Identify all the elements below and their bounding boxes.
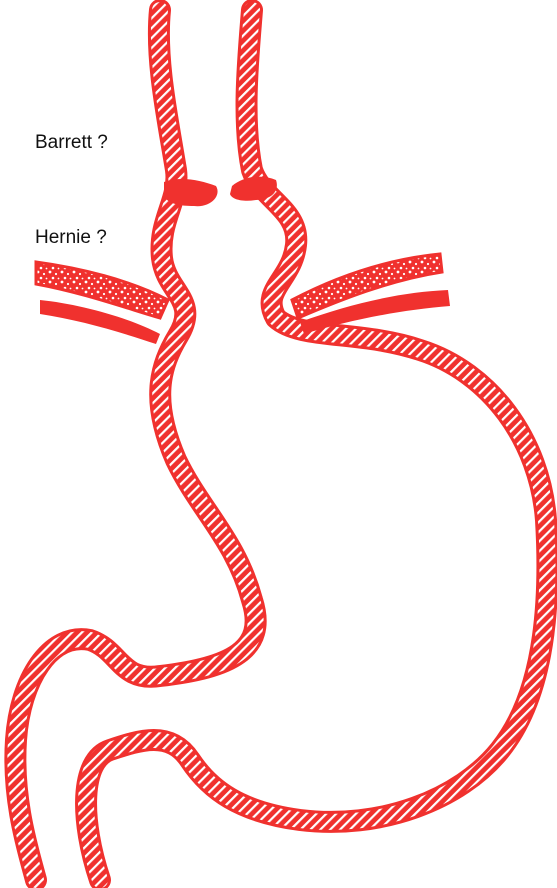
- hernie-label: Hernie ?: [35, 228, 107, 247]
- diaphragm-left: [36, 262, 168, 344]
- barrett-label: Barrett ?: [35, 133, 108, 152]
- sphincter: [164, 177, 277, 207]
- esophagus-right-wall: [86, 10, 547, 880]
- diaphragm-right: [292, 254, 450, 334]
